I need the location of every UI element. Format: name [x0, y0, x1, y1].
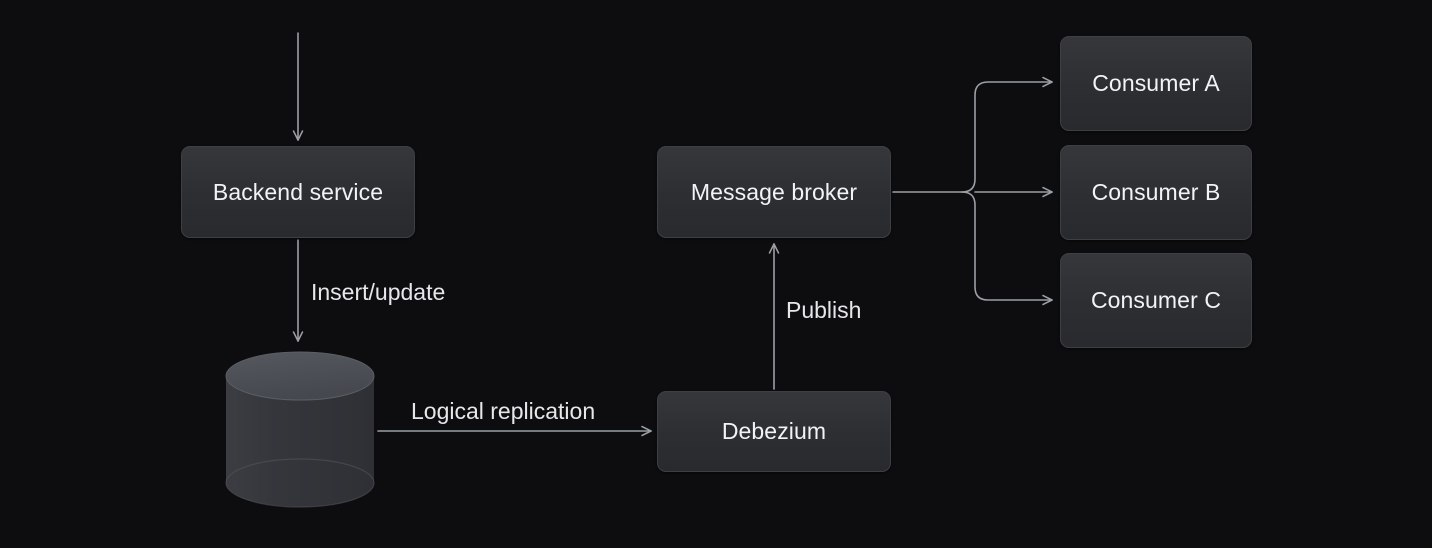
- edge-label-logical-replication: Logical replication: [411, 398, 596, 424]
- edge-fanout-consumer-c: [961, 191, 1053, 306]
- node-debezium[interactable]: Debezium: [657, 391, 891, 472]
- node-debezium-label: Debezium: [721, 418, 827, 444]
- node-message-broker[interactable]: Message broker: [657, 146, 891, 238]
- node-backend-service-label: Backend service: [212, 178, 384, 205]
- node-database[interactable]: [224, 351, 376, 509]
- node-consumer-c[interactable]: Consumer C: [1060, 253, 1252, 348]
- node-consumer-a-label: Consumer A: [1092, 70, 1220, 96]
- node-consumer-a[interactable]: Consumer A: [1060, 36, 1252, 131]
- node-consumer-c-label: Consumer C: [1090, 287, 1222, 313]
- edge-fanout-consumer-a: [961, 76, 1053, 193]
- edge-label-publish: Publish: [786, 297, 862, 323]
- database-cylinder-icon: [225, 351, 375, 508]
- node-consumer-b[interactable]: Consumer B: [1060, 145, 1252, 240]
- node-backend-service[interactable]: Backend service: [181, 146, 415, 238]
- edge-label-insert-update: Insert/update: [311, 279, 446, 305]
- node-message-broker-label: Message broker: [690, 178, 858, 205]
- node-consumer-b-label: Consumer B: [1091, 179, 1221, 205]
